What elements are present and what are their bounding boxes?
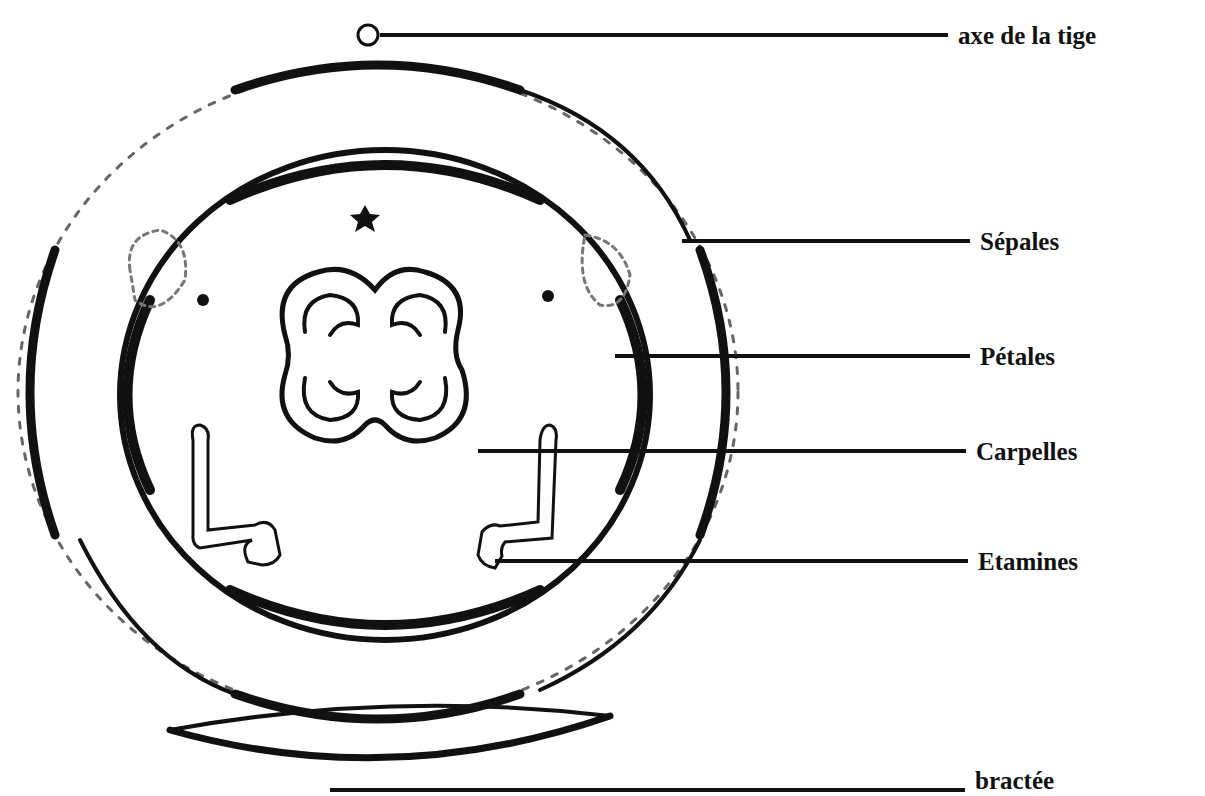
leader-line (615, 354, 970, 358)
locule (392, 378, 446, 420)
glandule (542, 290, 554, 302)
leader-line (682, 239, 970, 243)
petal-whorl (120, 150, 650, 640)
petal (620, 300, 643, 490)
bract (170, 716, 610, 758)
leader-line (380, 33, 948, 37)
part-label: Carpelles (976, 439, 1077, 464)
petal (230, 590, 540, 625)
part-label: Pétales (980, 344, 1055, 369)
nectary (582, 235, 630, 306)
leader-line (478, 449, 966, 453)
bract (170, 706, 610, 730)
sepal (700, 250, 726, 535)
glandule (197, 294, 209, 306)
leader-line (330, 788, 965, 792)
part-label: Etamines (978, 549, 1078, 574)
sepal-edge (520, 90, 690, 240)
nectary (129, 230, 185, 307)
stamen (478, 425, 556, 568)
stem-axis (358, 25, 378, 45)
locule (304, 295, 358, 335)
sepal (235, 65, 520, 90)
petal (128, 300, 151, 490)
part-label: Sépales (980, 229, 1059, 254)
sepal-edge (80, 540, 235, 694)
glandule (350, 205, 380, 232)
stamen (192, 425, 280, 565)
part-label: bractée (975, 768, 1054, 793)
ovary-wall (282, 269, 466, 441)
leader-line (495, 559, 968, 563)
locule (304, 378, 358, 420)
part-label: axe de la tige (958, 23, 1096, 48)
petal (230, 165, 540, 200)
locule (392, 295, 446, 335)
sepal (30, 250, 55, 535)
sepal-whorl (18, 67, 738, 717)
